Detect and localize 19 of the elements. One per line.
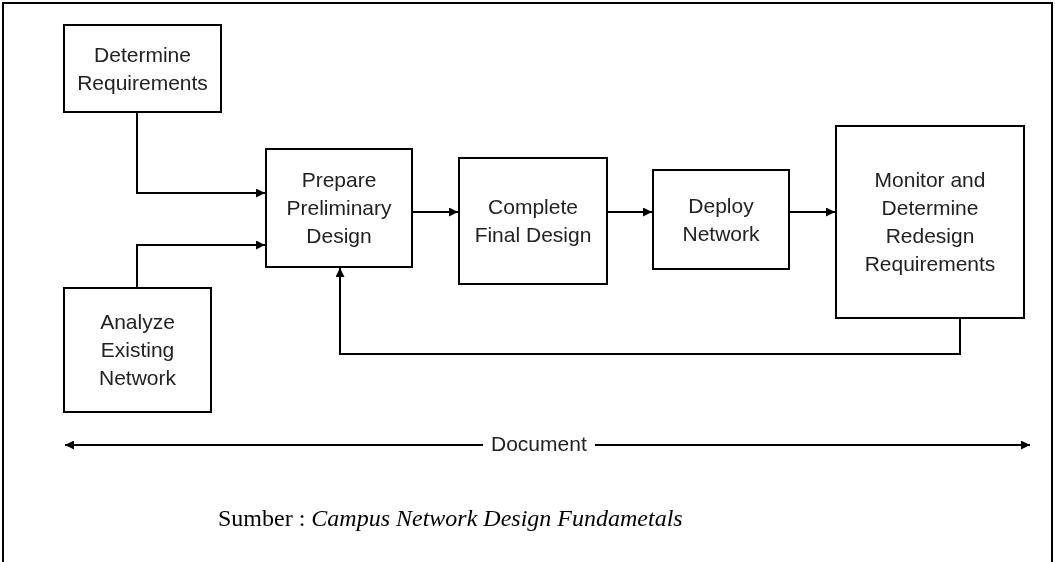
caption: Sumber : Campus Network Design Fundametals — [218, 504, 683, 533]
box-label: Analyze Existing Network — [98, 309, 177, 391]
process-box — [265, 148, 413, 268]
process-box — [652, 169, 790, 270]
box-label: Prepare Preliminary Design — [285, 167, 393, 249]
box-label: Determine Requirements — [76, 41, 209, 96]
box-label: Deploy Network — [681, 192, 761, 247]
process-box — [458, 157, 608, 285]
arrow — [412, 207, 459, 217]
process-box — [835, 125, 1025, 319]
box-label: Monitor and Determine Redesign Requirements — [863, 167, 997, 277]
process-box — [63, 287, 212, 413]
arrow — [789, 207, 836, 217]
arrow — [136, 112, 266, 198]
arrow — [607, 207, 653, 217]
process-box — [63, 24, 222, 113]
arrow — [335, 267, 961, 355]
arrow — [136, 240, 266, 288]
box-label: Complete Final Design — [473, 194, 593, 248]
